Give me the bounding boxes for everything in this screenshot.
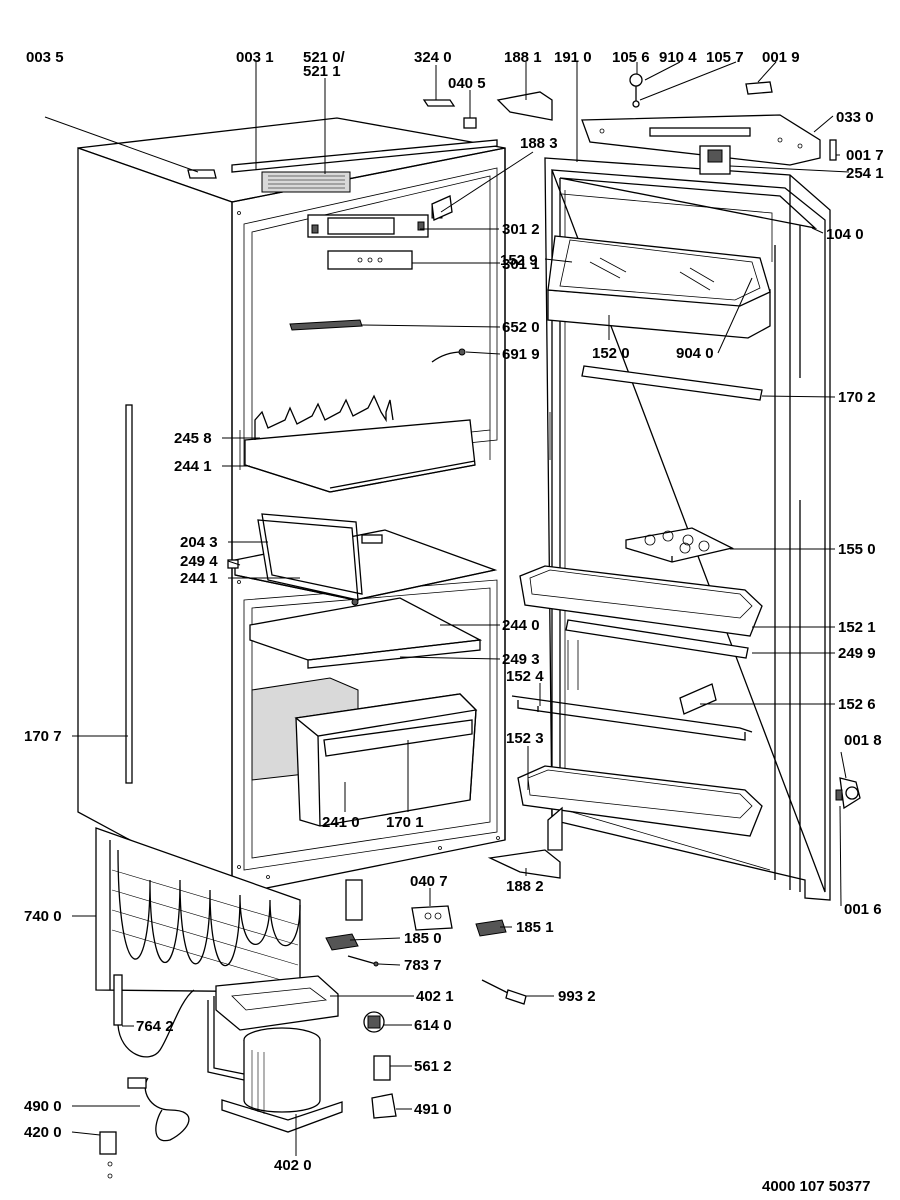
callout-188-1: 188 1 [504,49,542,66]
callout-420-0: 420 0 [24,1124,62,1141]
electrical-parts [363,979,527,1119]
lamp-and-sensor-parts [289,319,466,363]
callout-490-0: 490 0 [24,1098,62,1115]
upper-glass-shelf [244,394,476,493]
callout-561-2: 561 2 [414,1058,452,1075]
callout-155-0: 155 0 [838,541,876,558]
callout-105-6: 105 6 [612,49,650,66]
callout-521-0: 521 0/ [303,49,346,66]
callout-152-3: 152 3 [506,730,544,747]
callout-402-0: 402 0 [274,1157,312,1174]
crisper-drawer [251,677,478,827]
callout-691-9: 691 9 [502,346,540,363]
callout-152-9: 152 9 [500,252,538,269]
callout-003-1: 003 1 [236,49,274,66]
door-assembly [511,157,831,901]
callout-301-1: 301 1 [502,256,540,273]
cord-and-capillary [99,974,195,1179]
control-panel-parts [307,203,443,270]
callout-170-1: 170 1 [386,814,424,831]
callout-152-1: 152 1 [838,619,876,636]
leader-lines [44,61,850,1156]
callout-245-8: 245 8 [174,430,212,447]
callout-244-0: 244 0 [502,617,540,634]
callout-783-7: 783 7 [404,957,442,974]
callout-324-0: 324 0 [414,49,452,66]
callout-040-5: 040 5 [448,75,486,92]
callout-001-9: 001 9 [762,49,800,66]
callout-185-0: 185 0 [404,930,442,947]
callout-910-4: 910 4 [659,49,697,66]
callout-652-0: 652 0 [502,319,540,336]
callout-003-5: 003 5 [26,49,64,66]
callout-614-0: 614 0 [414,1017,452,1034]
callout-152-0: 152 0 [592,345,630,362]
callout-040-7: 040 7 [410,873,448,890]
callout-185-1: 185 1 [516,919,554,936]
hinge-cover-part [431,195,453,221]
callout-170-2: 170 2 [838,389,876,406]
callout-241-0: 241 0 [322,814,360,831]
callout-249-4: 249 4 [180,553,218,570]
callout-170-7: 170 7 [24,728,62,745]
callout-993-2: 993 2 [558,988,596,1005]
divider-and-middle-shelf [227,513,498,606]
document-number: 4000 107 50377 [762,1178,870,1195]
callout-244-1-middle: 244 1 [180,570,218,587]
callout-904-0: 904 0 [676,345,714,362]
callout-188-2: 188 2 [506,878,544,895]
callout-001-8: 001 8 [844,732,882,749]
callout-191-0: 191 0 [554,49,592,66]
top-trim-parts [187,139,498,193]
callout-764-2: 764 2 [136,1018,174,1035]
callout-521-1: 521 1 [303,63,341,80]
compressor-assembly [207,975,343,1133]
callout-104-0: 104 0 [826,226,864,243]
callout-204-3: 204 3 [180,534,218,551]
callout-402-1: 402 1 [416,988,454,1005]
top-hinge-parts [422,73,837,175]
callout-244-1-upper: 244 1 [174,458,212,475]
callout-740-0: 740 0 [24,908,62,925]
callout-105-7: 105 7 [706,49,744,66]
lower-glass-shelf [249,597,483,669]
callout-254-1: 254 1 [846,165,884,182]
callout-001-6: 001 6 [844,901,882,918]
door-hinge-parts [835,777,861,810]
callout-033-0: 033 0 [836,109,874,126]
callout-491-0: 491 0 [414,1101,452,1118]
callout-152-6: 152 6 [838,696,876,713]
bottom-hinge-parts [325,849,561,967]
callout-188-3: 188 3 [520,135,558,152]
callout-001-7: 001 7 [846,147,884,164]
refrigerator-cabinet [77,117,506,897]
callout-labels: 003 5 003 1 521 0/ 521 1 324 0 040 5 188… [24,49,884,1174]
callout-249-9: 249 9 [838,645,876,662]
callout-152-4: 152 4 [506,668,544,685]
callout-301-2: 301 2 [502,221,540,238]
callout-249-3: 249 3 [502,651,540,668]
